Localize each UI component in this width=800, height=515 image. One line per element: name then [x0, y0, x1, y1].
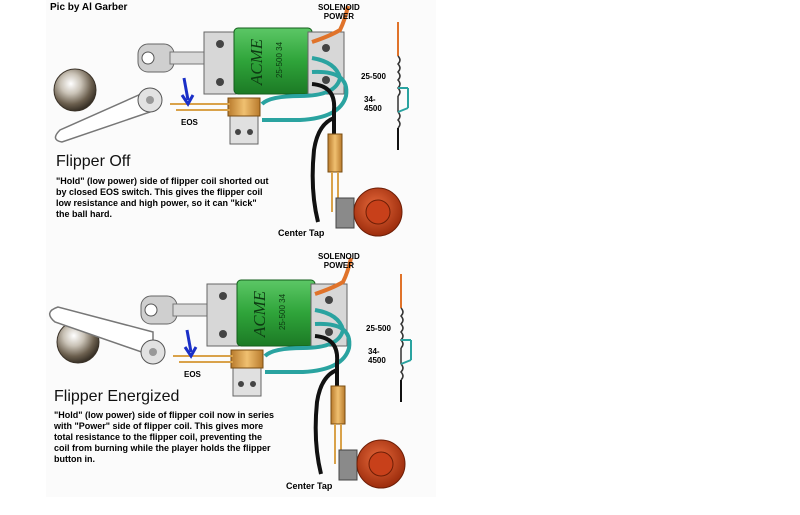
- eos-screw: [247, 129, 253, 135]
- flipper-shaft: [149, 348, 157, 356]
- coil-brand-text: ACME: [247, 38, 266, 86]
- center-tap-label: Center Tap: [278, 228, 324, 238]
- center-tap-label: Center Tap: [286, 481, 332, 491]
- solenoid-label-line-1: SOLENOID: [318, 252, 360, 261]
- bracket-screw: [322, 76, 330, 84]
- schematic-eos-lead: [398, 108, 408, 112]
- bracket-screw: [322, 44, 330, 52]
- coil-brand-text: ACME: [250, 290, 269, 338]
- center-tap-terminal: [331, 386, 345, 424]
- flipper-shaft: [146, 96, 154, 104]
- panel-description: "Hold" (low power) side of flipper coil …: [54, 410, 276, 465]
- crank-pivot: [142, 52, 154, 64]
- pinball: [54, 69, 96, 111]
- schematic-eos-lead: [401, 360, 411, 364]
- solenoid-power-label: SOLENOID POWER: [318, 3, 360, 21]
- schematic-coil-power: [398, 56, 400, 96]
- resistor-bottom-line-1: 34-: [364, 95, 382, 104]
- flipper-button-cap: [366, 200, 390, 224]
- coil-number-text: 25-500 34: [275, 41, 284, 78]
- eos-switch-block: [233, 368, 261, 396]
- solenoid-label-line-2: POWER: [318, 261, 360, 270]
- resistor-top-label: 25-500: [361, 72, 386, 81]
- eos-screw: [238, 381, 244, 387]
- coil-body: [237, 280, 315, 346]
- image-credit: Pic by Al Garber: [50, 2, 127, 13]
- eos-screw: [250, 381, 256, 387]
- schematic-coil-hold: [401, 364, 403, 380]
- resistor-bottom-line-2: 4500: [364, 104, 382, 113]
- solenoid-label-line-2: POWER: [318, 12, 360, 21]
- resistor-bottom-label: 34- 4500: [364, 95, 382, 113]
- panel-description: "Hold" (low power) side of flipper coil …: [56, 176, 270, 220]
- bracket-screw: [219, 330, 227, 338]
- bracket-screw: [325, 296, 333, 304]
- eos-screw: [235, 129, 241, 135]
- schematic-coil-power: [401, 308, 403, 348]
- center-tap-terminal: [328, 134, 342, 172]
- button-housing: [336, 198, 354, 228]
- solenoid-power-label: SOLENOID POWER: [318, 252, 360, 270]
- bracket-screw: [216, 40, 224, 48]
- bracket-screw: [325, 328, 333, 336]
- flipper-button-cap: [369, 452, 393, 476]
- resistor-bottom-label: 34- 4500: [368, 347, 386, 365]
- panel-heading: Flipper Energized: [54, 388, 179, 406]
- coil-body: [234, 28, 312, 94]
- resistor-bottom-line-1: 34-: [368, 347, 386, 356]
- eos-switch-contacts: [228, 98, 260, 116]
- panel-heading: Flipper Off: [56, 153, 130, 171]
- eos-switch-block: [230, 116, 258, 144]
- crank-pivot: [145, 304, 157, 316]
- solenoid-label-line-1: SOLENOID: [318, 3, 360, 12]
- eos-switch-contacts: [231, 350, 263, 368]
- resistor-top-label: 25-500: [366, 324, 391, 333]
- resistor-bottom-line-2: 4500: [368, 356, 386, 365]
- schematic-coil-hold: [398, 112, 400, 128]
- eos-label: EOS: [181, 118, 198, 127]
- button-housing: [339, 450, 357, 480]
- eos-label: EOS: [184, 370, 201, 379]
- bracket-screw: [219, 292, 227, 300]
- coil-number-text: 25-500 34: [278, 293, 287, 330]
- bracket-screw: [216, 78, 224, 86]
